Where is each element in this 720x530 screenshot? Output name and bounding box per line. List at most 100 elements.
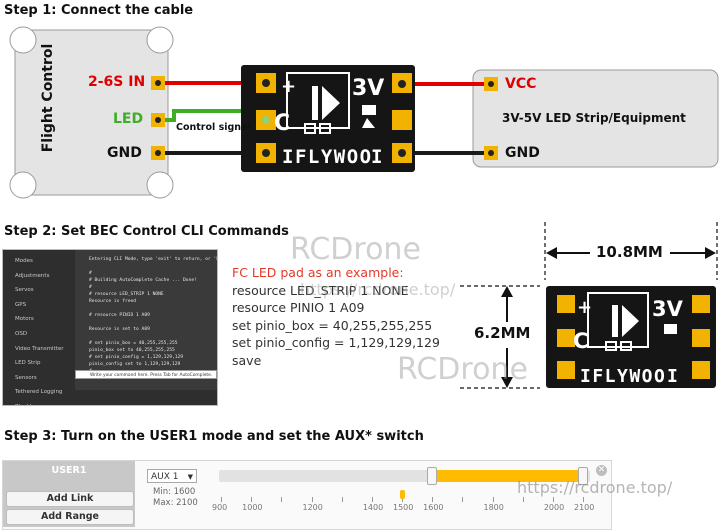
range-max-handle[interactable] [578,467,588,485]
mount-hole-bl [9,171,37,199]
range-slider-fill [432,470,583,482]
sidebar-item[interactable]: Tethered Logging [15,389,63,396]
mount-hole-tl [9,26,37,54]
terminal-line: pinio_box set to 40,255,255,255 [89,348,175,353]
strip-label-vcc: VCC [505,76,537,92]
scale-label: 1600 [423,503,444,512]
step1-title: Step 1: Connect the cable [4,3,194,18]
fc-pad-power [151,76,165,90]
sidebar-item[interactable]: Blackbox [3,400,73,405]
sidebar-item[interactable]: GPS [15,301,27,308]
terminal-line: pinio_config set to 1,129,129,129 [89,362,181,367]
current-value-marker [400,490,405,499]
bec-brand-mark: IFLYWOO [282,146,373,168]
add-link-button[interactable]: Add Link [6,491,134,507]
scale-tick [371,497,373,502]
sidebar-item[interactable]: Adjustments [15,272,50,279]
terminal-line: # set pinio_box = 40,255,255,255 [89,341,178,346]
sidebar-item[interactable]: Modes [15,258,33,264]
scale-tick [432,497,434,502]
terminal-line: Resource is freed [89,299,137,304]
watermark-brand: RCDrone [290,232,421,267]
scale-tick [462,497,464,502]
bec-brand-tail: I [371,146,382,168]
led-strip-title: 3V-5V LED Strip/Equipment [502,111,686,125]
scale-tick [522,497,524,502]
cli-example-title: FC LED pad as an example: [232,265,404,280]
scale-label: 2000 [543,503,565,512]
wiring-diagram: + C 3V IFLYWOO I [9,26,719,199]
bec-plus-mark: + [281,76,296,97]
scale-tick [221,497,222,502]
terminal-line: # [89,285,95,290]
add-range-button[interactable]: Add Range [6,509,134,525]
watermark-url: https://rcdrone.top/ [300,280,456,299]
terminal-line [89,319,217,326]
fc-pad-led [151,113,165,127]
cli-command: set pinio_config = 1,129,129,129 [232,335,440,350]
fc-pad-gnd [151,146,165,160]
range-max-label: Max: 2100 [153,498,198,508]
terminal-line [89,333,217,340]
terminal-line: # set pinio_config = 1,129,129,129 [89,355,184,360]
watermark-brand-2: RCDrone [397,352,528,387]
scale-tick [251,497,253,502]
sidebar-item[interactable]: Motors [15,316,34,323]
scale-label: 1000 [242,503,263,512]
terminal-line [89,305,217,312]
range-min-handle[interactable] [427,467,438,485]
scale-tick [402,497,403,502]
bec-board [241,65,415,172]
terminal-line: # Building AutoComplete Cache ... Done! [89,278,197,283]
strip-pad-gnd [484,146,498,160]
step3-title: Step 3: Turn on the USER1 mode and set t… [4,429,424,444]
cli-command-input[interactable]: Write your command here. Press Tab for A… [75,370,217,379]
bec-pad-vout-2 [392,110,412,130]
sidebar-item[interactable]: Video Transmitter [15,345,64,352]
scale-label: 1500 [393,503,414,512]
strip-pad-vcc [484,77,498,91]
cli-terminal: Entering CLI Mode, type 'exit' to return… [75,250,217,390]
cli-command: save [232,352,262,368]
terminal-line: # resource PINIO 1 A09 [89,313,150,318]
aux-channel-value: AUX 1 [151,472,179,482]
pin-label-gnd: GND [107,145,142,161]
sidebar-item[interactable]: Sensors [15,374,37,381]
scale-tick [281,497,283,502]
control-signal-label: Control signal [176,122,251,133]
scale-label: 1400 [362,503,384,512]
mount-hole-br [146,171,174,199]
watermark-url-2: https://rcdrone.top/ [517,478,673,497]
range-min-label: Min: 1600 [153,487,196,497]
aux-channel-select[interactable]: AUX 1 ▼ [147,469,197,483]
board-dimension-drawing: + C 3V IFLYWOO I [460,222,718,389]
chevron-down-icon: ▼ [187,473,193,481]
sidebar-item[interactable]: Servos [15,287,34,294]
scale-label: 1800 [483,503,504,512]
pin-label-led: LED [113,111,144,127]
terminal-line: Resource is set to A09 [89,327,150,332]
scale-tick [311,497,313,502]
scale-tick [552,497,554,502]
scale-tick [492,497,494,502]
step2-title: Step 2: Set BEC Control CLI Commands [4,224,289,239]
strip-label-gnd: GND [505,145,540,161]
close-icon[interactable]: ✕ [596,465,607,476]
width-dimension-label: 10.8MM [596,243,663,261]
cli-command: set pinio_box = 40,255,255,255 [232,317,433,333]
led-strip-box [472,69,719,168]
height-dimension-label: 6.2MM [474,324,531,342]
flight-controller-board [14,29,169,196]
sidebar-item[interactable]: OSD [15,330,28,337]
terminal-line: Entering CLI Mode, type 'exit' to return… [89,257,218,262]
scale-label: 900 [212,503,228,512]
small-brand-tail: I [667,366,678,387]
bec-c-mark: C [274,111,290,136]
small-voltage-mark: 3V [652,297,684,321]
sidebar-item[interactable]: LED Strip [15,360,41,367]
small-plus-mark: + [577,297,592,318]
range-slider-track[interactable] [219,467,590,485]
flight-control-title: Flight Control [40,43,56,153]
cli-command: resource LED_STRIP 1 NONE [232,282,409,298]
